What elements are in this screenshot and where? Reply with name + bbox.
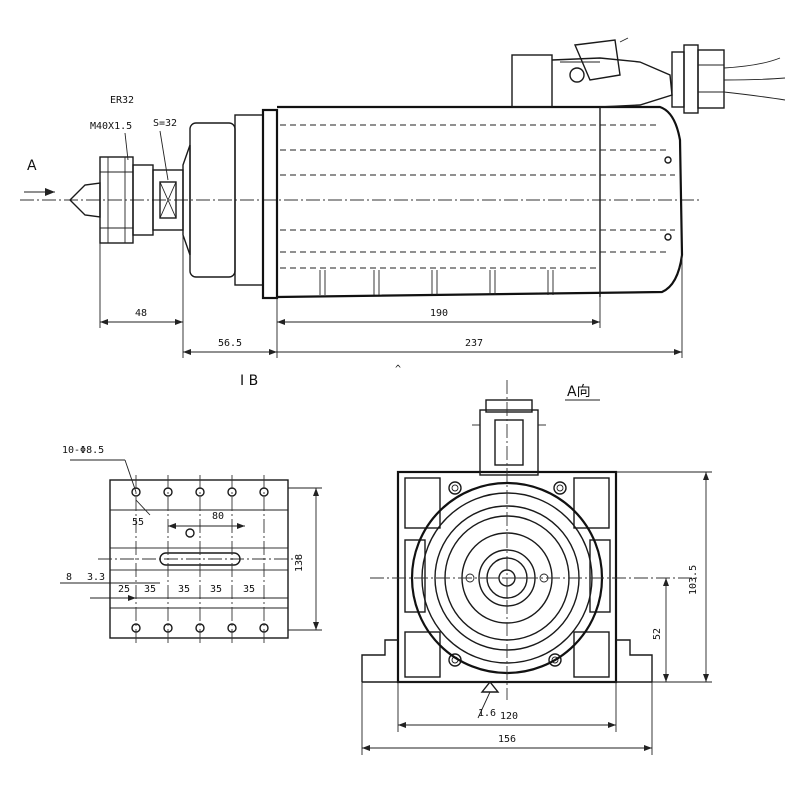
side-dimensions: 48 190 56.5 237: [99, 235, 683, 358]
section-label: I B: [240, 373, 258, 389]
dim-55: 55: [132, 517, 144, 528]
end-view-a: A向: [361, 380, 712, 755]
connector: [511, 37, 786, 114]
dim-120: 120: [500, 711, 518, 722]
dim-48: 48: [135, 308, 147, 319]
dim-138: 138: [294, 554, 305, 572]
dim-80: 80: [212, 511, 224, 522]
dim-25: 25: [118, 584, 130, 595]
dim-35-d: 35: [243, 584, 255, 595]
mount-plate-view: 10-Φ8.5 55 80 8 3.3 25 35 35 35 35 138: [60, 445, 322, 645]
collet-label: ER32: [110, 95, 134, 106]
motor-body: [276, 105, 684, 299]
dim-8: 8: [66, 572, 72, 583]
dim-52: 52: [652, 628, 663, 640]
dim-56-5: 56.5: [218, 338, 242, 349]
view-arrow-label: A: [27, 158, 37, 174]
front-flange: [182, 108, 279, 300]
wrench-label: S=32: [153, 118, 177, 129]
holes-label: 10-Φ8.5: [62, 445, 104, 456]
side-view: A: [20, 37, 786, 389]
dim-1-6: 1.6: [478, 708, 496, 719]
dim-35-c: 35: [210, 584, 222, 595]
dim-103-5: 103.5: [688, 565, 699, 595]
thread-label: M40X1.5: [90, 121, 132, 132]
dim-190: 190: [430, 308, 448, 319]
dim-3-3: 3.3: [87, 572, 105, 583]
view-a-title: A向: [567, 384, 591, 400]
dim-237: 237: [465, 338, 483, 349]
view-arrow-a: A: [24, 158, 55, 196]
small-mark: ^: [395, 364, 401, 375]
pitch-dimensions: 25 35 35 35 35: [90, 584, 288, 601]
dim-35-b: 35: [178, 584, 190, 595]
dim-156: 156: [498, 734, 516, 745]
dim-35-a: 35: [144, 584, 156, 595]
